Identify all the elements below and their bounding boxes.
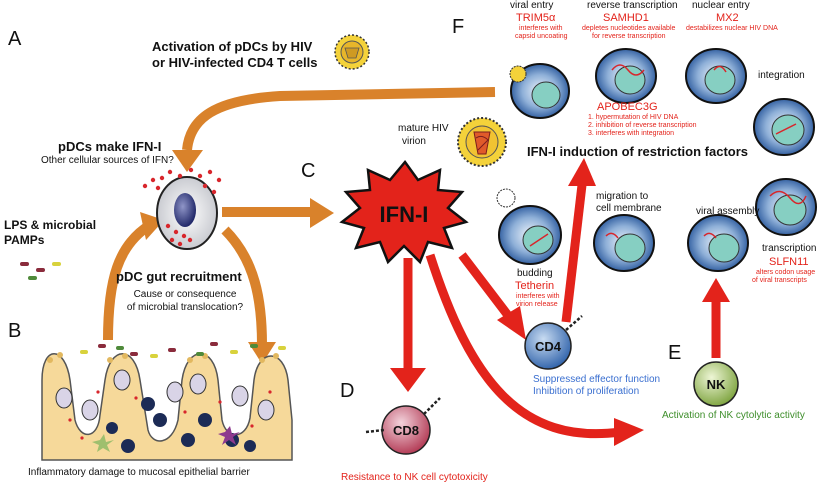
factor-slfn11-desc2: of viral transcripts [752,277,807,284]
pdc-ifn-subtitle: Other cellular sources of IFN? [41,155,174,166]
pdc-cell [156,176,218,250]
cell-reverse-transcription [595,48,657,104]
factor-trim5-desc2: capsid uncoating [515,33,568,40]
cell-viral-entry [509,63,570,119]
stage-reverse-transcription: reverse transcription [587,0,678,11]
nk-label: NK [707,377,726,392]
ifn-label: IFN-I [380,202,429,227]
gut-title: pDC gut recruitment [116,269,242,284]
stage-migration-line2: cell membrane [596,203,662,214]
panel-label-f: F [452,16,465,38]
panel-label-d: D [340,380,355,402]
nk-cell [693,361,739,407]
gut-tissue [41,352,293,461]
stage-integration: integration [758,70,805,81]
stage-migration-line1: migration to [596,191,649,202]
nk-effect: Activation of NK cytolytic activity [662,410,805,421]
factor-samhd1-desc2: for reverse transcription [592,33,666,40]
panel-label-a: A [8,28,22,50]
lps-line1: LPS & microbial [4,218,97,232]
factor-tetherin-desc2: virion release [516,301,558,308]
factor-mx2-desc1: destabilizes nuclear HIV DNA [686,25,778,32]
red-arrows [403,184,721,438]
cell-budding [496,188,562,265]
inflammatory-caption: Inflammatory damage to mucosal epithelia… [28,467,250,478]
stage-transcription: transcription [762,243,817,254]
panel-label-b: B [8,320,22,342]
stage-budding: budding [517,268,553,279]
stage-nuclear-entry: nuclear entry [692,0,750,11]
factor-samhd1-desc1: depletes nucleotides available [582,25,676,32]
cd4-effect-line2: Inhibition of proliferation [533,386,640,397]
gut-up-arrow [103,220,153,341]
lps-line2: PAMPs [4,233,45,247]
factor-trim5-name: TRIM5α [516,12,556,24]
gut-line1: Cause or consequence [133,289,237,300]
ifn-dots [142,167,222,247]
panel-label-e: E [668,342,682,364]
cd4-effect-line1: Suppressed effector function [533,374,661,385]
orange-arrowheads [140,150,334,364]
factor-mx2-name: MX2 [716,12,739,24]
activation-line2: or HIV-infected CD4 T cells [152,55,318,70]
activation-arrow [182,87,496,151]
restriction-cells [496,48,817,272]
ifn-starburst [339,159,469,265]
pdc-ifn-title: pDCs make IFN-I [58,139,162,154]
factor-trim5-desc1: interferes with [519,25,563,32]
stage-viral-assembly: viral assembly [696,206,760,217]
activation-line1: Activation of pDCs by HIV [152,39,313,54]
factor-slfn11-desc1: alters codon usage [756,269,816,276]
bacteria [20,262,286,358]
induction-title: IFN-I induction of restriction factors [527,144,749,159]
factor-apobec-item3: 3. interferes with integration [588,130,674,137]
mature-virion-line2: virion [402,136,426,147]
gut-down-arrow [221,226,267,346]
cell-transcription [755,178,817,236]
factor-tetherin-name: Tetherin [515,280,555,292]
panel-label-c: C [301,160,316,182]
gut-line2: of microbial translocation? [126,302,244,313]
cd4-cell [524,315,583,370]
stage-viral-entry: viral entry [510,0,554,11]
cell-nuclear-entry [685,48,747,104]
mature-virion-line1: mature HIV [398,123,449,134]
orange-arrows [103,87,496,346]
factor-apobec-item2: 2. inhibition of reverse transcription [588,122,697,129]
cd8-cell [365,397,441,455]
factor-slfn11-name: SLFN11 [769,256,809,268]
factor-samhd1-name: SAMHD1 [603,12,649,24]
cd8-effect: Resistance to NK cell cytotoxicity [341,472,488,483]
cd8-label: CD8 [393,423,419,438]
cell-integration [753,98,815,156]
mature-virion-icon [457,117,507,167]
factor-tetherin-desc1: interferes with [516,293,560,300]
factor-apobec-name: APOBEC3G [597,101,658,113]
cd4-label: CD4 [535,339,562,354]
factor-apobec-item1: 1. hypermutation of HIV DNA [588,114,679,121]
hiv-virion-icon [334,34,370,70]
cell-migration [593,214,655,272]
red-arrowheads [390,158,730,446]
cell-viral-assembly [687,214,749,272]
